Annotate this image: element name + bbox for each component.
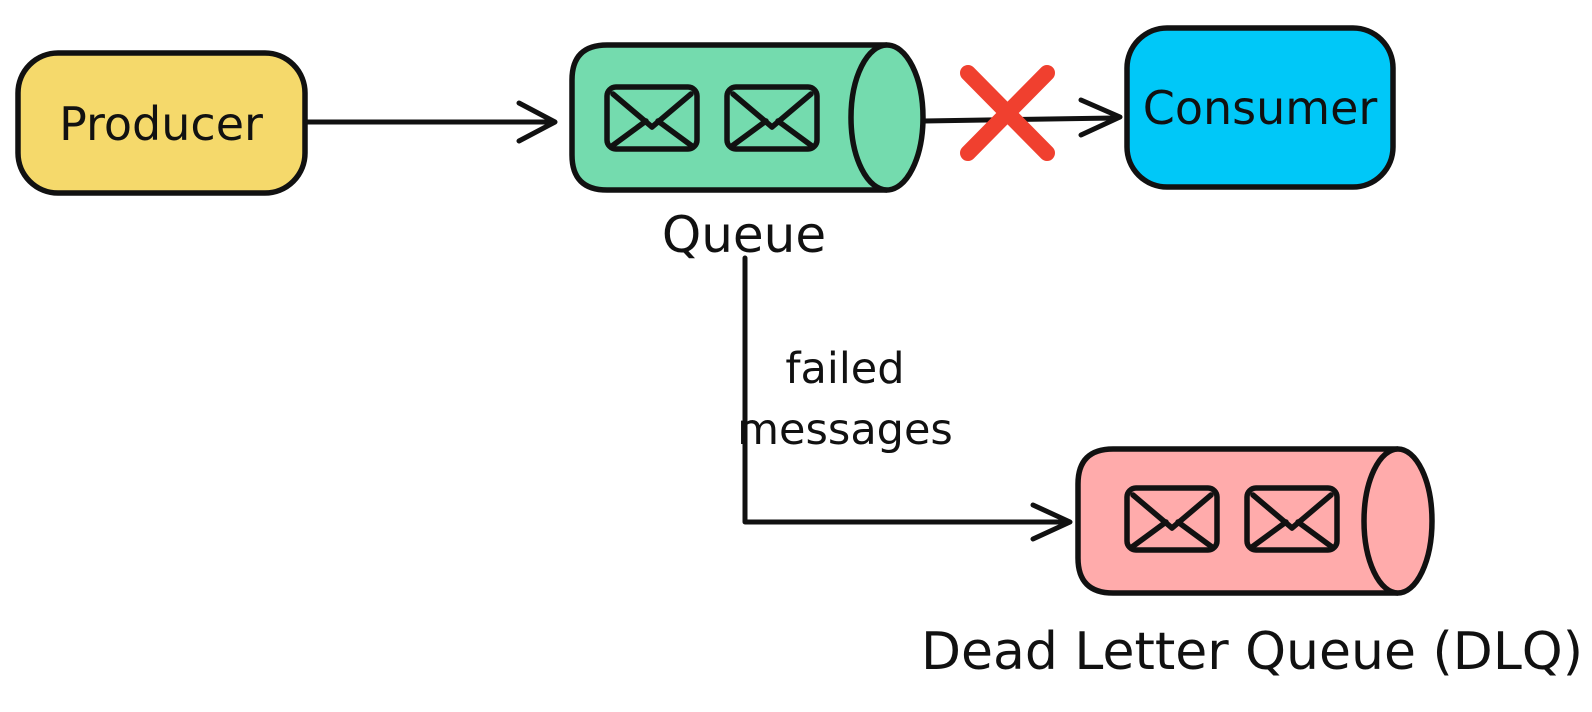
envelope-body xyxy=(1244,485,1340,553)
queue-node: Queue xyxy=(569,42,926,264)
arrowhead-icon xyxy=(1030,502,1073,542)
edge-label-line1: failed xyxy=(785,344,904,394)
dlq-cylinder-cap xyxy=(1361,446,1435,596)
consumer-node: Consumer xyxy=(1124,25,1396,190)
queue-label: Queue xyxy=(662,206,826,264)
queue-cylinder-cap xyxy=(848,42,926,193)
envelope-fold-right xyxy=(1175,519,1215,550)
failure-x-icon xyxy=(960,65,1055,161)
envelope-flap xyxy=(1250,492,1334,531)
envelope-icon xyxy=(1124,485,1220,553)
envelope-icon xyxy=(1244,485,1340,553)
envelope-body xyxy=(604,84,700,152)
elbow-connector-line xyxy=(742,255,1069,525)
envelope-fold-left xyxy=(1249,519,1289,550)
envelope-fold-right xyxy=(1295,519,1335,550)
dlq-cylinder-body xyxy=(1075,446,1398,596)
consumer-label: Consumer xyxy=(1143,81,1378,135)
envelope-icon xyxy=(724,84,820,152)
envelope-icon xyxy=(604,84,700,152)
envelope-fold-left xyxy=(729,118,769,149)
producer-label: Producer xyxy=(59,97,263,151)
envelope-flap xyxy=(1130,492,1214,531)
envelope-fold-right xyxy=(775,118,815,149)
envelope-flap xyxy=(610,91,694,130)
arrow-producer-to-queue xyxy=(303,100,558,144)
envelope-fold-left xyxy=(609,118,649,149)
envelope-fold-right xyxy=(655,118,695,149)
x-stroke xyxy=(960,65,1055,161)
arrowhead-icon xyxy=(1078,97,1123,138)
arrow-queue-to-consumer xyxy=(921,65,1123,161)
consumer-box xyxy=(1124,25,1396,190)
dlq-label: Dead Letter Queue (DLQ) xyxy=(921,622,1583,682)
envelope-body xyxy=(1124,485,1220,553)
dead-letter-queue-node: Dead Letter Queue (DLQ) xyxy=(921,446,1583,682)
arrowhead-icon xyxy=(516,100,558,144)
envelope-flap xyxy=(730,91,814,130)
edge-label-line2: messages xyxy=(737,405,953,455)
envelope-fold-left xyxy=(1129,519,1169,550)
producer-node: Producer xyxy=(15,50,308,196)
arrow-queue-to-dlq: failed messages xyxy=(737,255,1073,542)
envelope-body xyxy=(724,84,820,152)
